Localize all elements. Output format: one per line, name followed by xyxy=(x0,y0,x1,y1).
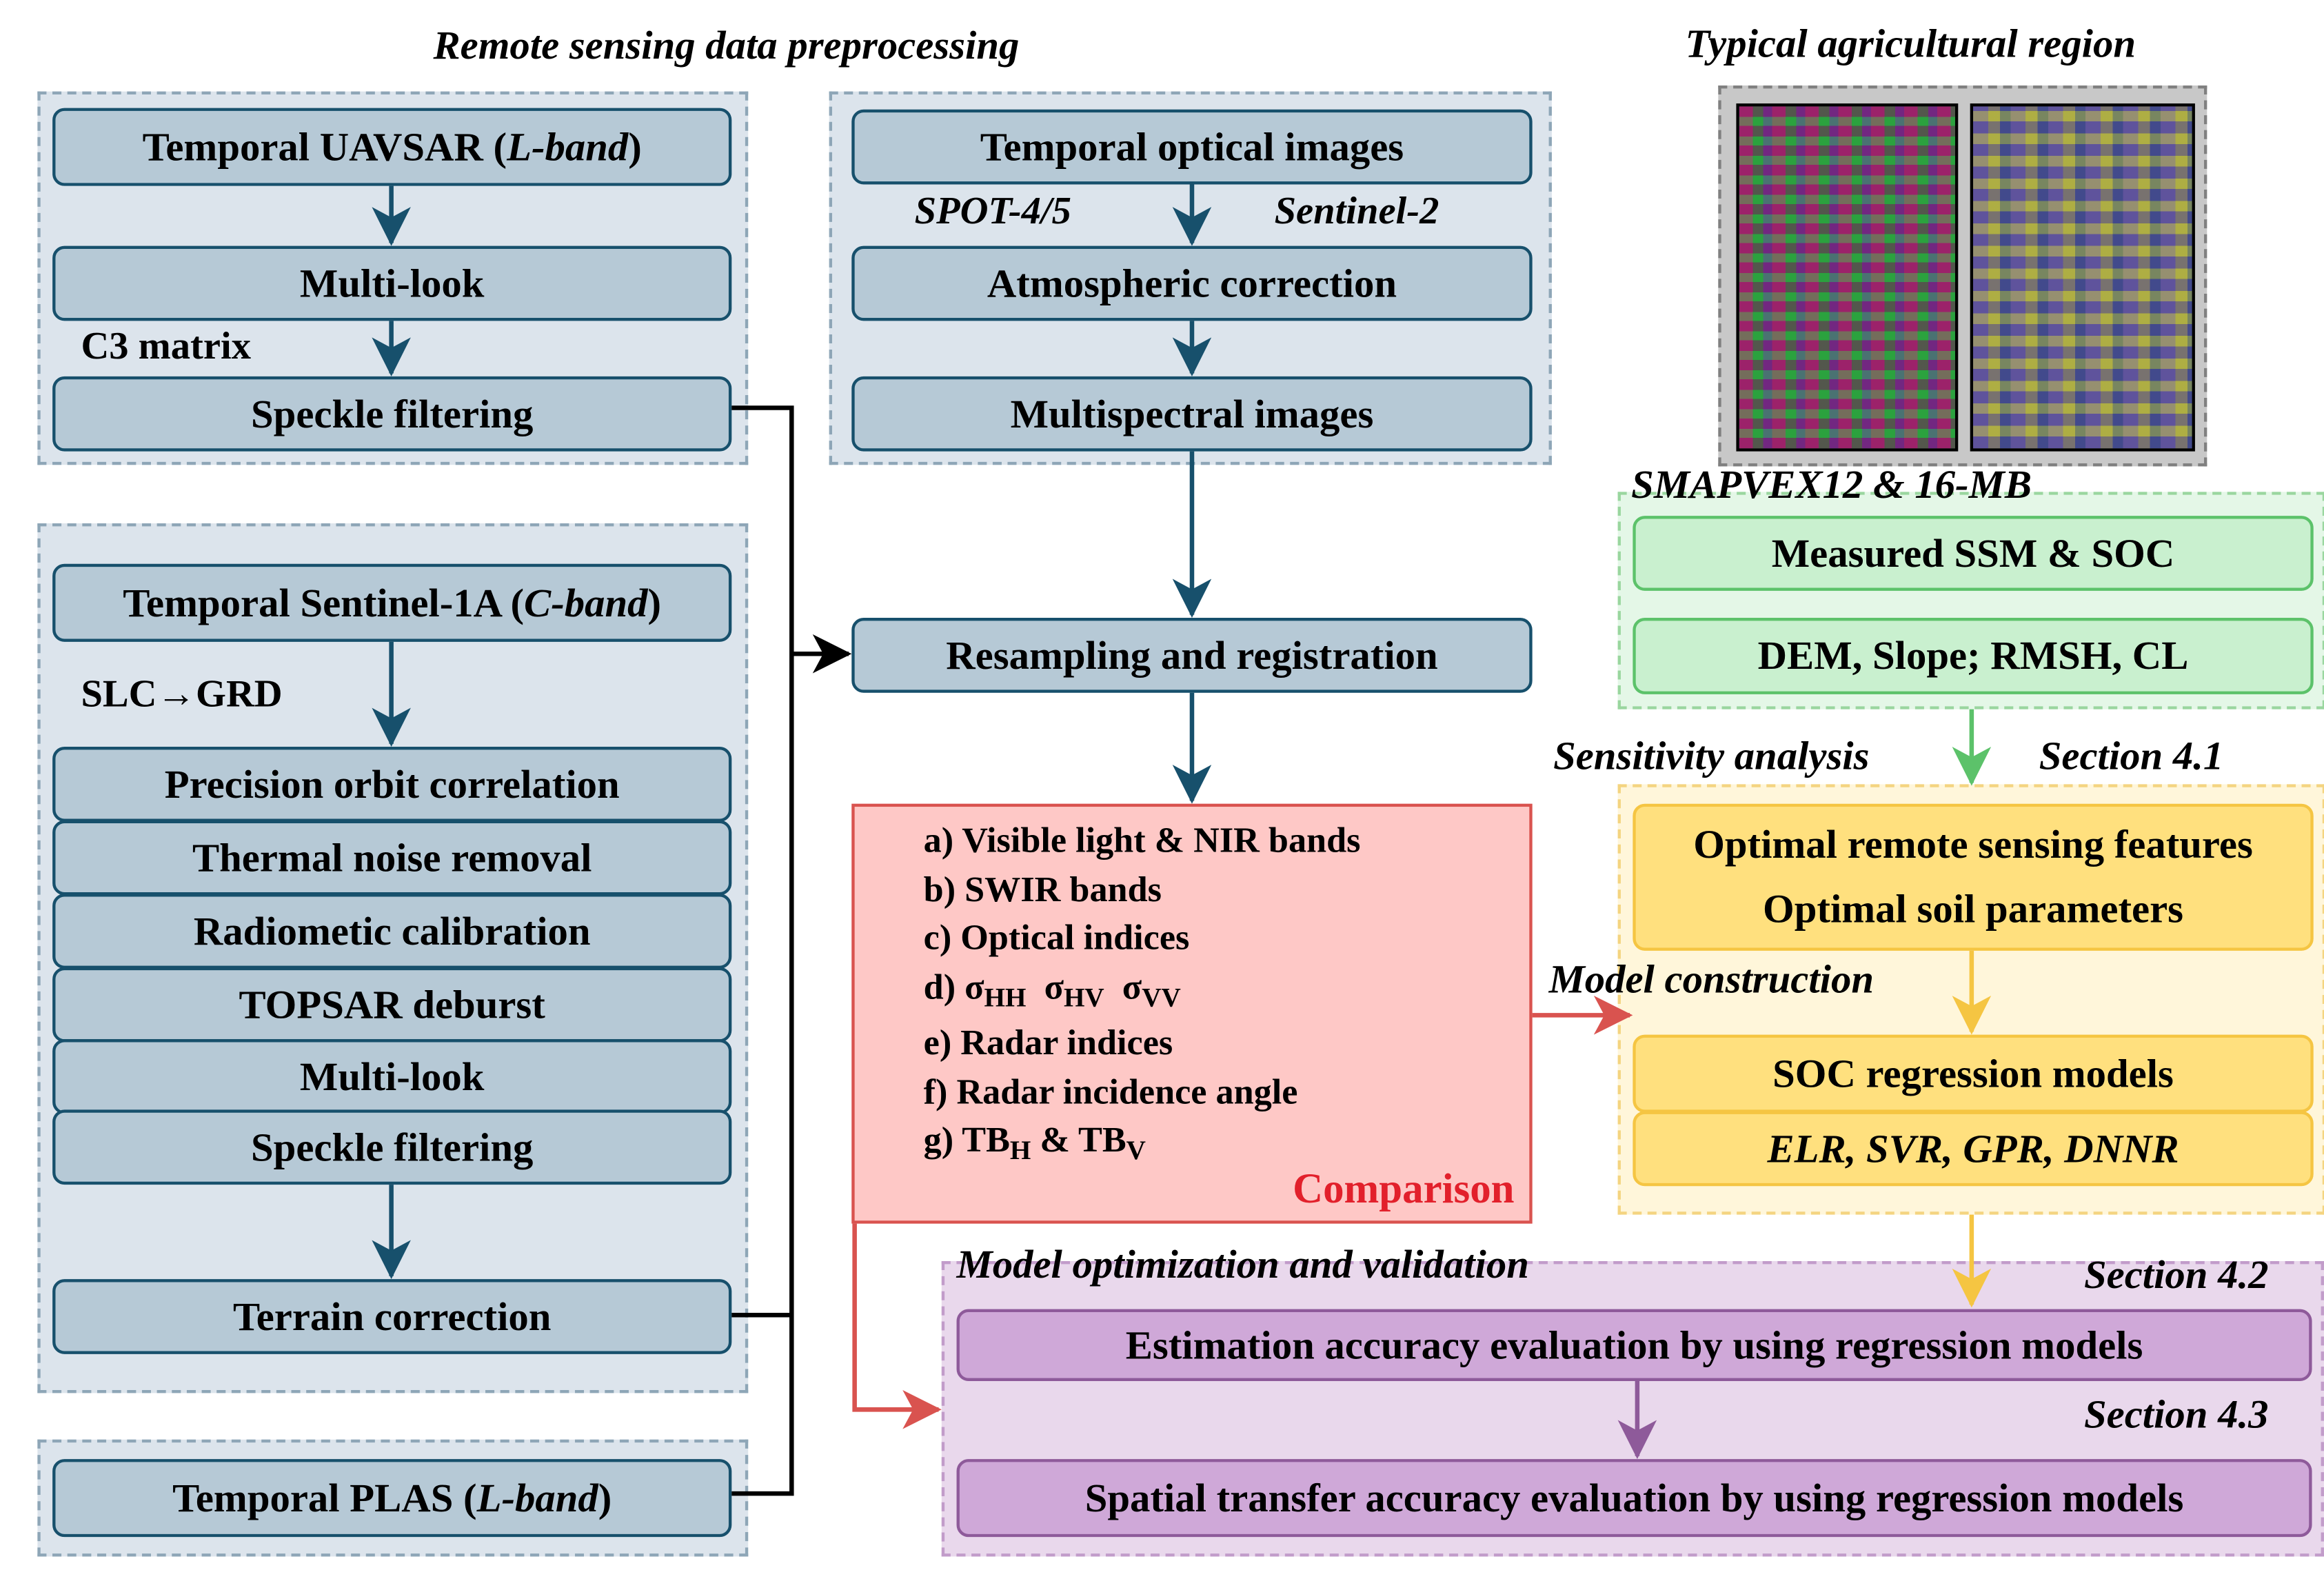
sentinel1-speckle-box: Speckle filtering xyxy=(52,1109,732,1185)
feature-f: f) Radar incidence angle xyxy=(923,1074,1298,1113)
model-list-box: ELR, SVR, GPR, DNNR xyxy=(1633,1111,2314,1187)
multispectral-box: Multispectral images xyxy=(851,376,1533,452)
feature-b: b) SWIR bands xyxy=(923,871,1162,911)
measured-ssm-soc-box: Measured SSM & SOC xyxy=(1633,516,2314,591)
section-4-3-label: Section 4.3 xyxy=(2083,1391,2269,1437)
feature-d: d) σHH σHV σVV xyxy=(923,968,1181,1012)
terrain-correction-box: Terrain correction xyxy=(52,1279,732,1354)
uavsar-multilook-box: Multi-look xyxy=(52,245,732,321)
feature-a: a) Visible light & NIR bands xyxy=(923,821,1361,861)
feature-c: c) Optical indices xyxy=(923,919,1190,958)
feature-e: e) Radar indices xyxy=(923,1024,1173,1063)
uavsar-speckle-box: Speckle filtering xyxy=(52,376,732,452)
temporal-uavsar-box: Temporal UAVSAR (L-band) xyxy=(52,108,732,186)
smapvex-title: SMAPVEX12 & 16-MB xyxy=(1631,461,2032,507)
dem-slope-box: DEM, Slope; RMSH, CL xyxy=(1633,618,2314,694)
comparison-box: a) Visible light & NIR bands b) SWIR ban… xyxy=(851,803,1533,1224)
temporal-plas-box: Temporal PLAS (L-band) xyxy=(52,1459,732,1538)
sentinel2-label: Sentinel-2 xyxy=(1274,189,1439,233)
agricultural-region-title: Typical agricultural region xyxy=(1685,21,2136,66)
atmospheric-correction-box: Atmospheric correction xyxy=(851,245,1533,321)
slc-grd-label: SLC→GRD xyxy=(81,672,283,716)
optimization-title: Model optimization and validation xyxy=(956,1241,1529,1287)
false-color-image-2 xyxy=(1970,103,2195,452)
section-4-1-label: Section 4.1 xyxy=(2039,733,2224,778)
section-4-2-label: Section 4.2 xyxy=(2083,1251,2269,1298)
temporal-optical-box: Temporal optical images xyxy=(851,109,1533,185)
false-color-image-1 xyxy=(1736,103,1959,452)
orbit-correlation-box: Precision orbit correlation xyxy=(52,747,732,822)
temporal-sentinel1-box: Temporal Sentinel-1A (C-band) xyxy=(52,563,732,642)
feature-g: g) TBH & TBV xyxy=(923,1121,1146,1165)
c3-matrix-label: C3 matrix xyxy=(81,323,251,368)
estimation-accuracy-box: Estimation accuracy evaluation by using … xyxy=(956,1309,2312,1381)
optimal-features-box: Optimal remote sensing features Optimal … xyxy=(1633,803,2314,951)
preprocessing-title: Remote sensing data preprocessing xyxy=(433,22,1020,68)
agricultural-region-images xyxy=(1718,85,2207,467)
comparison-label: Comparison xyxy=(1293,1166,1515,1214)
spatial-transfer-box: Spatial transfer accuracy evaluation by … xyxy=(956,1459,2312,1538)
resampling-box: Resampling and registration xyxy=(851,618,1533,693)
spot-label: SPOT-4/5 xyxy=(914,189,1071,233)
model-construction-label: Model construction xyxy=(1548,956,1875,1002)
sentinel1-multilook-box: Multi-look xyxy=(52,1039,732,1114)
sensitivity-analysis-label: Sensitivity analysis xyxy=(1553,733,1870,778)
topsar-deburst-box: TOPSAR deburst xyxy=(52,967,732,1043)
thermal-noise-box: Thermal noise removal xyxy=(52,820,732,896)
